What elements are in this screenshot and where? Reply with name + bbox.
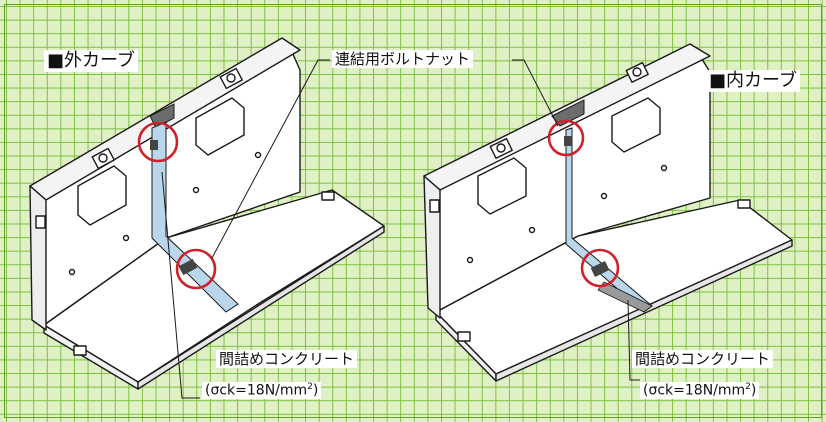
inner-joint-infill	[551, 99, 653, 313]
leader-lines	[161, 59, 640, 399]
outer-bolt-box-1	[91, 147, 115, 170]
outer-curve-block	[29, 37, 385, 390]
outer-top-bolt-circle	[137, 121, 179, 163]
outer-buttress-1	[77, 165, 127, 226]
inner-wall-end	[423, 175, 441, 319]
highlight-circles	[137, 119, 620, 290]
outer-buttress-2	[195, 97, 245, 156]
inner-bolt-box-2	[625, 61, 649, 83]
inner-bottom-bolt-circle	[580, 248, 620, 288]
inner-buttress-2	[611, 97, 661, 153]
infill-concrete-label-right: 間詰めコンクリート	[632, 350, 774, 368]
inner-bolt-box-1	[489, 137, 513, 159]
outer-slab-edge-right	[137, 225, 385, 390]
inner-top-bolt-circle	[547, 119, 585, 157]
infill-concrete-spec-left: (σck=18N/mm2)	[202, 382, 322, 400]
inner-buttress-1	[477, 157, 527, 215]
bolt-nut-label: 連結用ボルトナット	[332, 50, 474, 68]
infill-concrete-spec-right: (σck=18N/mm2)	[640, 382, 760, 400]
outer-wall-end	[29, 185, 47, 331]
outer-bolt-box-2	[219, 67, 243, 90]
infill-concrete-label-left: 間詰めコンクリート	[216, 350, 358, 368]
inner-curve-label: ■内カーブ	[706, 70, 800, 92]
outer-bottom-bolt-circle	[175, 248, 217, 290]
inner-curve-block	[423, 43, 793, 382]
outer-curve-label: ■外カーブ	[44, 50, 138, 72]
